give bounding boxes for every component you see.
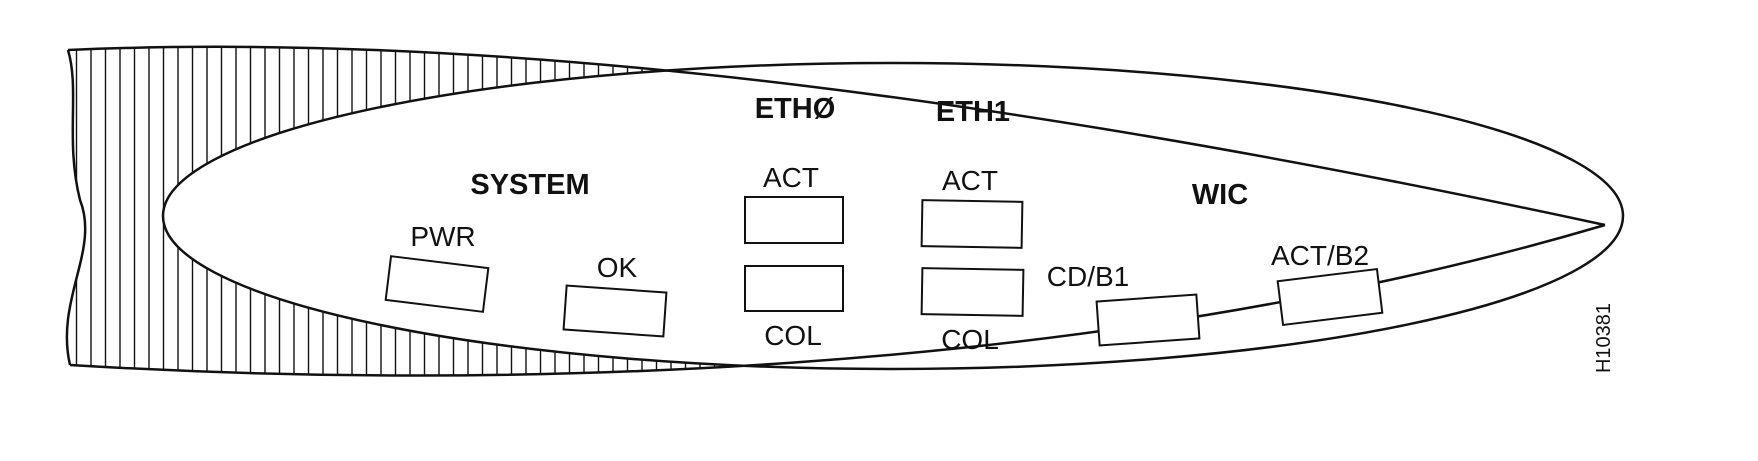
led-label-eth1-col: COL — [941, 324, 999, 355]
led-eth0-act — [744, 196, 844, 244]
led-label-cd-b1: CD/B1 — [1047, 261, 1129, 292]
led-eth1-act — [920, 199, 1024, 249]
group-label-system: SYSTEM — [470, 169, 589, 201]
led-label-eth0-col: COL — [764, 320, 822, 351]
housing-outline — [67, 45, 1606, 227]
faceplate-oval — [161, 61, 1625, 371]
led-label-eth0-act: ACT — [763, 162, 819, 193]
led-eth0-col — [744, 265, 844, 312]
figure-id: H10381 — [1593, 303, 1615, 373]
group-label-wic: WIC — [1192, 179, 1248, 211]
led-eth1-col — [920, 267, 1025, 317]
led-act-b2 — [1276, 267, 1384, 327]
led-label-ok: OK — [597, 252, 638, 283]
led-label-act-b2: ACT/B2 — [1271, 240, 1369, 271]
group-label-eth1: ETH1 — [936, 96, 1010, 128]
led-cd-b1 — [1095, 293, 1201, 347]
led-pwr — [384, 255, 490, 313]
group-label-eth0: ETHØ — [755, 93, 836, 125]
led-label-eth1-act: ACT — [942, 165, 998, 196]
housing-left-edge — [65, 49, 87, 366]
led-label-pwr: PWR — [410, 221, 475, 252]
led-ok — [562, 284, 668, 338]
